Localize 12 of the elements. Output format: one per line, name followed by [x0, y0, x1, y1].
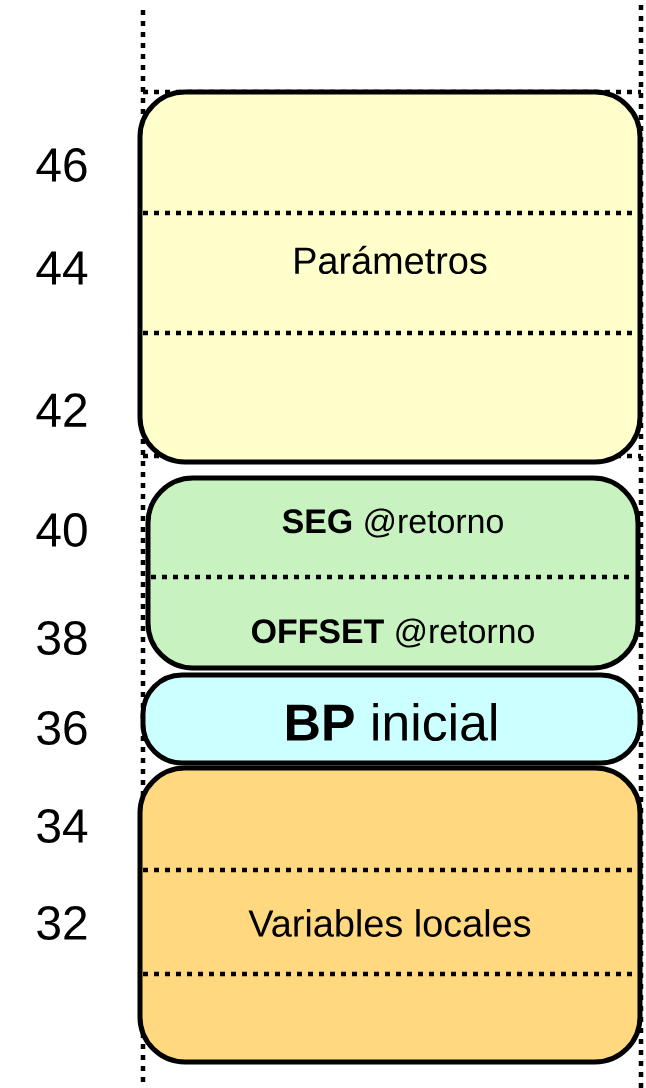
- address-label: 32: [37, 906, 87, 940]
- memory-block: Parámetros: [137, 89, 643, 465]
- address-label: 44: [36, 251, 88, 285]
- address-label: 46: [36, 148, 87, 182]
- address-label: 34: [37, 809, 88, 843]
- memory-block: Variables locales: [137, 765, 643, 1065]
- address-label: 36: [37, 711, 87, 745]
- address-label: 38: [37, 621, 87, 655]
- memory-block: BP inicial: [140, 672, 643, 766]
- address-label: 40: [36, 513, 87, 547]
- address-label: 42: [36, 393, 87, 427]
- memory-block: SEG @retorno OFFSET @retorno: [145, 475, 641, 671]
